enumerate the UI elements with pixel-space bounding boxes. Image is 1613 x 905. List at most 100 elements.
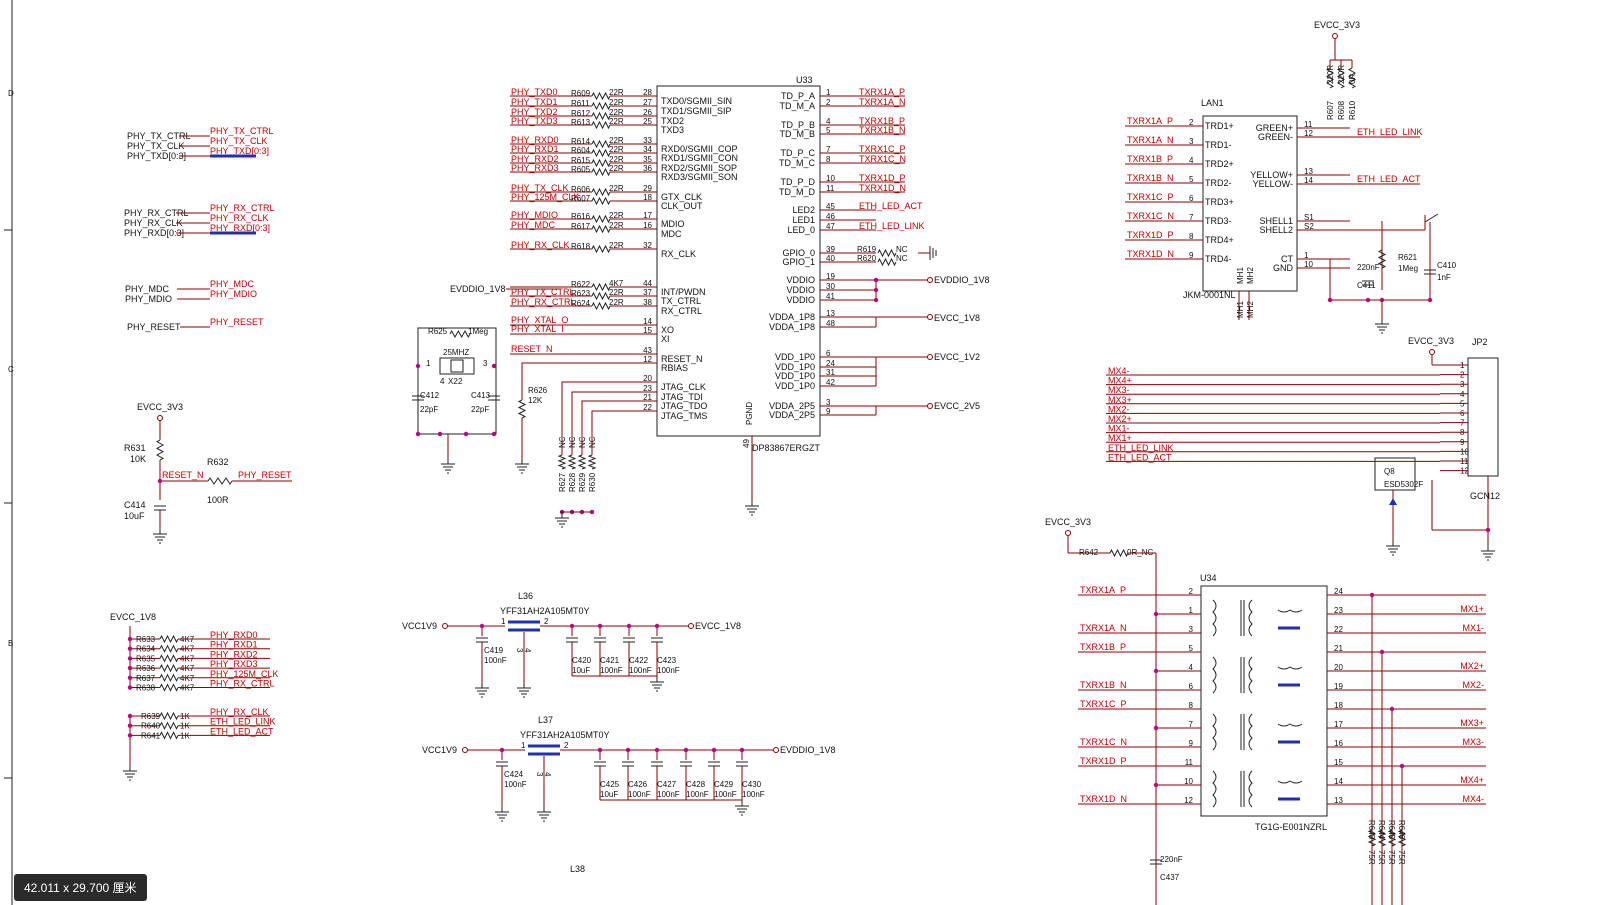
value-label: 22pF — [471, 405, 489, 414]
value-label: 75R — [1377, 850, 1386, 865]
pin-name: RXD0/SGMII_COP — [661, 144, 738, 154]
junction-dot — [654, 747, 660, 753]
resistor-symbol — [557, 454, 567, 470]
ic-ref-label: U34 — [1200, 573, 1217, 583]
resistor-symbol — [1387, 829, 1397, 847]
resistor-symbol — [159, 673, 179, 682]
net-signal-label: TXRX1C_N — [1080, 737, 1127, 747]
net-signal-label: PHY_XTAL_I — [511, 324, 564, 334]
net-signal-label: TXRX1C_N — [1127, 211, 1174, 221]
pin-name: GTX_CLK — [661, 192, 702, 202]
net-signal-label: TXRX1A_N — [1127, 135, 1174, 145]
value-label: NC — [896, 245, 908, 254]
pin-number: 12 — [1184, 796, 1193, 805]
pin-name: VDDIO — [786, 275, 815, 285]
value-label: 22R — [609, 155, 624, 164]
pin-number: 4 — [543, 772, 552, 777]
value-label: 22R — [609, 108, 624, 117]
pin-number: 2 — [564, 741, 569, 750]
zone-label: D — [8, 89, 14, 98]
ic-ref-label: JP2 — [1472, 337, 1488, 347]
ref-label: C423 — [657, 656, 677, 665]
pin-number: 9 — [826, 407, 831, 416]
net-signal-label: PHY_RXD[0:3] — [210, 223, 270, 233]
pin-number: 20 — [643, 374, 652, 383]
net-signal-label: TXRX1B_N — [1080, 680, 1127, 690]
ic-ref-label: LAN1 — [1201, 98, 1224, 108]
value-label: 22R — [609, 164, 624, 173]
net-signal-label: TXRX1B_P — [859, 116, 905, 126]
value-label: 1Meg — [1398, 264, 1418, 273]
ref-label: C422 — [629, 656, 649, 665]
pin-number: 38 — [643, 298, 652, 307]
net-signal-label: MX3- — [1108, 385, 1130, 395]
choke-coil-icon — [1277, 723, 1303, 727]
pin-number: 3 — [1189, 137, 1194, 146]
pin-number: 18 — [643, 193, 652, 202]
pin-number: 3 — [1189, 625, 1194, 634]
net-signal-label: PHY_XTAL_O — [511, 315, 568, 325]
pin-number: 2 — [544, 617, 549, 626]
pin-number: 32 — [643, 241, 652, 250]
junction-dot — [491, 363, 497, 369]
pin-number: 10 — [1184, 777, 1193, 786]
pin-number: 7 — [826, 145, 831, 154]
jtag-wire — [581, 400, 657, 455]
pin-name: TRD2+ — [1205, 159, 1234, 169]
q8-esd-body — [1374, 457, 1416, 491]
pin-name: TD_M_B — [779, 129, 815, 139]
ref-label: C411 — [1357, 281, 1376, 290]
pin-name: TX_CTRL — [661, 296, 701, 306]
value-label: 100nF — [742, 790, 765, 799]
junction-dot — [1399, 763, 1405, 769]
value-label: NC — [588, 436, 597, 448]
pin-number: 8 — [1189, 701, 1194, 710]
junction-dot — [1369, 592, 1375, 598]
junction-dot — [127, 685, 133, 690]
resistor-symbol — [207, 477, 233, 485]
junction-dot — [1153, 782, 1159, 788]
ref-label: R619 — [857, 245, 877, 254]
u34-magnetics-body — [1200, 585, 1328, 817]
value-label: 75R — [1397, 850, 1406, 865]
value-label: 100nF — [600, 666, 623, 675]
net-signal-label: TXRX1A_P — [1080, 585, 1126, 595]
value-label: 10uF — [572, 666, 590, 675]
pin-name: MH2 — [1246, 267, 1255, 284]
pin-name: VDDA_2P5 — [769, 401, 815, 411]
ref-label: R646 — [1397, 820, 1406, 840]
net-signal-label: MX2+ — [1108, 414, 1132, 424]
value-label: 220R — [1337, 65, 1346, 84]
transformer-coil-icon — [1212, 599, 1217, 637]
value-label: 220R — [1326, 65, 1335, 84]
pin-number: 16 — [1334, 739, 1343, 748]
pin-number: 30 — [826, 282, 835, 291]
pin-number: 49 — [742, 439, 751, 448]
pin-name: GPIO_1 — [782, 257, 815, 267]
value-label: 22R — [609, 221, 624, 230]
pin-number: 4 — [826, 117, 831, 126]
pin-number: 40 — [826, 254, 835, 263]
net-signal-label: PHY_RXD1 — [511, 144, 559, 154]
net-signal-label: MX3+ — [1108, 395, 1132, 405]
ref-label: C430 — [742, 780, 762, 789]
junction-dot — [127, 656, 133, 661]
ref-label: C427 — [657, 780, 677, 789]
junction-dot — [711, 747, 717, 753]
ref-label: R606 — [571, 185, 591, 194]
value-label: 22R — [609, 211, 624, 220]
ref-label: C419 — [484, 646, 504, 655]
net-signal-label: TXRX1B_P — [1127, 154, 1173, 164]
jtag-wire — [571, 391, 657, 455]
pin-name: RXD3/SGMII_SON — [661, 172, 738, 182]
net-signal-label: PHY_TX_CLK — [210, 136, 268, 146]
ref-label: R645 — [1387, 820, 1396, 840]
ref-label: R610 — [1348, 100, 1357, 120]
choke-coil-icon — [1277, 780, 1303, 784]
pin-number: 5 — [1189, 644, 1194, 653]
pin-name: TRD3+ — [1205, 197, 1234, 207]
value-label: 100nF — [714, 790, 737, 799]
pin-name: RESET_N — [661, 354, 703, 364]
net-signal-label: ETH_LED_ACT — [210, 726, 274, 736]
